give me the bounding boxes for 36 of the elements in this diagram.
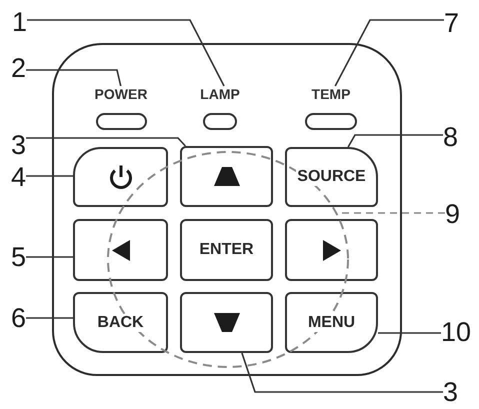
leader-line	[334, 19, 444, 86]
keypad-button	[180, 292, 273, 353]
keypad-button	[73, 219, 168, 281]
leader-line	[241, 352, 443, 393]
leader-line	[27, 19, 225, 86]
keypad-button	[180, 146, 273, 207]
keypad-button: ENTER	[180, 219, 273, 281]
callout-number: 4	[11, 164, 26, 191]
indicator-label: TEMP	[312, 86, 350, 102]
leader-line	[26, 256, 73, 258]
callout-number: 3	[443, 379, 458, 406]
callout-number: 1	[12, 9, 28, 36]
callout-number: 5	[11, 244, 26, 271]
indicator-label: POWER	[94, 86, 148, 102]
keypad-button: BACK	[73, 292, 168, 353]
leader-line	[26, 317, 73, 319]
callout-number: 8	[443, 124, 458, 151]
leader-line	[347, 134, 443, 148]
leader-line	[26, 69, 122, 86]
status-indicator	[198, 86, 242, 131]
leader-line	[26, 175, 73, 177]
keypad-button	[285, 219, 378, 281]
leader-line	[26, 137, 186, 147]
dashed-leader-line	[336, 212, 445, 214]
callout-number: 3	[11, 132, 26, 159]
callout-number: 10	[441, 319, 472, 346]
callout-number: 7	[444, 10, 460, 37]
callout-number: 2	[11, 55, 26, 82]
indicator-label: LAMP	[200, 86, 240, 102]
callout-number: 6	[11, 305, 26, 332]
keypad-button: MENU	[285, 292, 378, 353]
leader-line	[378, 332, 441, 334]
callout-number: 9	[445, 201, 460, 228]
keypad-button: SOURCE	[285, 147, 378, 207]
keypad-button	[73, 147, 168, 207]
keypad-panel	[52, 43, 402, 376]
